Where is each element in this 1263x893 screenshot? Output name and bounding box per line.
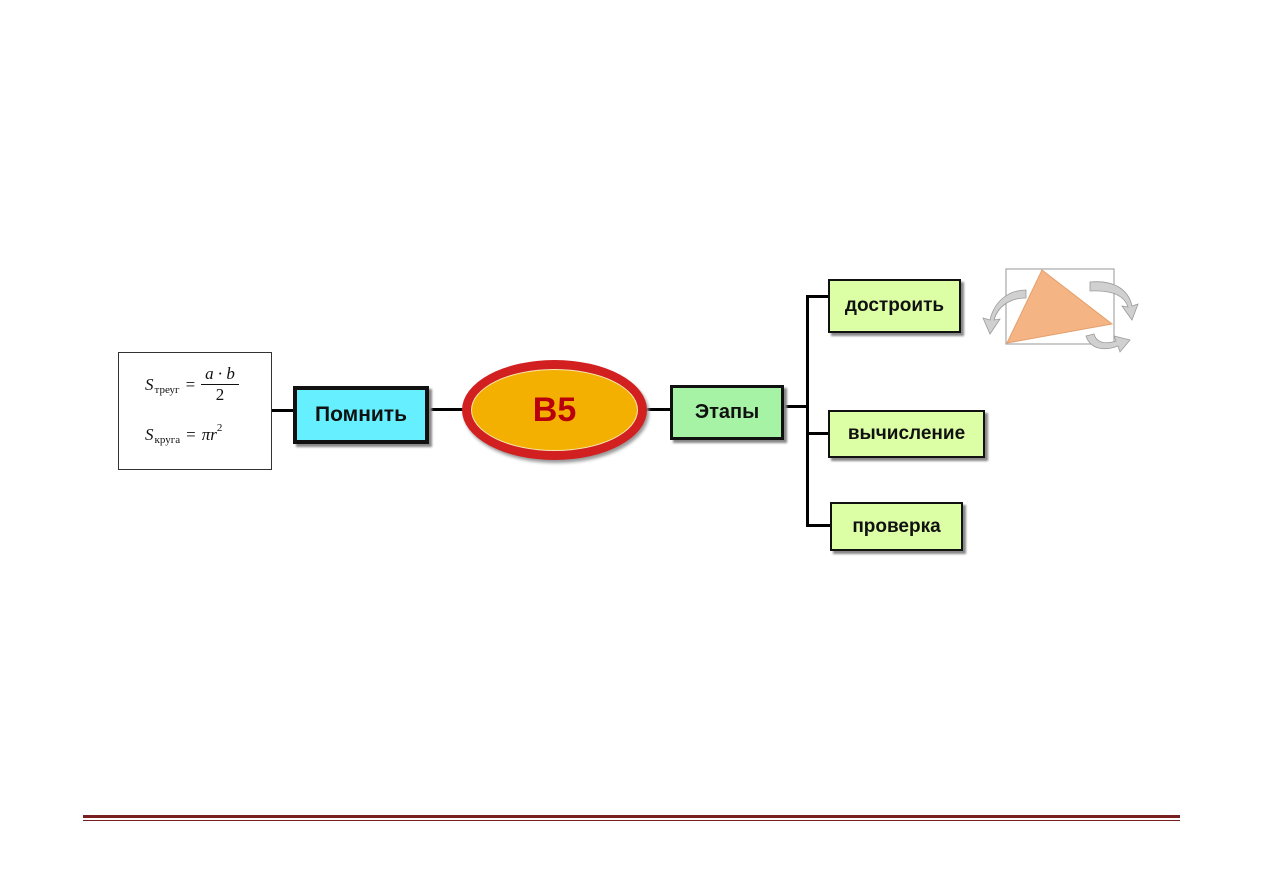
connector-remember-center <box>429 408 465 411</box>
node-step-check[interactable]: проверка <box>830 502 963 551</box>
rotate-arrow-icon <box>1085 333 1131 353</box>
connector-trunk-step1 <box>806 295 829 298</box>
equals-sign: = <box>185 375 196 394</box>
node-stages[interactable]: Этапы <box>670 385 784 440</box>
footer-rule <box>83 815 1180 818</box>
connector-trunk-step2 <box>806 432 829 435</box>
triangle-subscript: треуг <box>154 384 180 396</box>
circle-exponent: 2 <box>216 422 223 434</box>
connector-center-stages <box>645 408 671 411</box>
triangle-shape <box>1006 269 1114 344</box>
circle-subscript: круга <box>154 434 181 446</box>
fraction-numerator: a · b <box>201 365 239 385</box>
rotate-arrow-icon <box>982 289 1027 335</box>
node-center-label: B5 <box>471 369 638 451</box>
triangle-illustration <box>982 268 1139 353</box>
rotate-arrow-icon <box>1089 281 1139 321</box>
area-symbol: S <box>145 425 154 444</box>
node-remember[interactable]: Помнить <box>293 386 429 444</box>
footer-rule-thin <box>83 820 1180 821</box>
node-center[interactable]: B5 <box>462 360 647 460</box>
connector-trunk-step3 <box>806 524 831 527</box>
area-symbol: S <box>145 375 154 394</box>
circle-rhs: πr <box>201 425 217 444</box>
connector-stages-trunk <box>784 405 809 408</box>
fraction: a · b 2 <box>201 365 239 405</box>
bounding-rectangle <box>1005 268 1115 345</box>
node-step-calculate[interactable]: вычисление <box>828 410 985 458</box>
equals-sign: = <box>186 425 196 444</box>
connector-trunk <box>806 295 809 527</box>
node-step-complete[interactable]: достроить <box>828 279 961 333</box>
connector-formulas-remember <box>272 409 294 412</box>
fraction-denominator: 2 <box>215 385 225 404</box>
